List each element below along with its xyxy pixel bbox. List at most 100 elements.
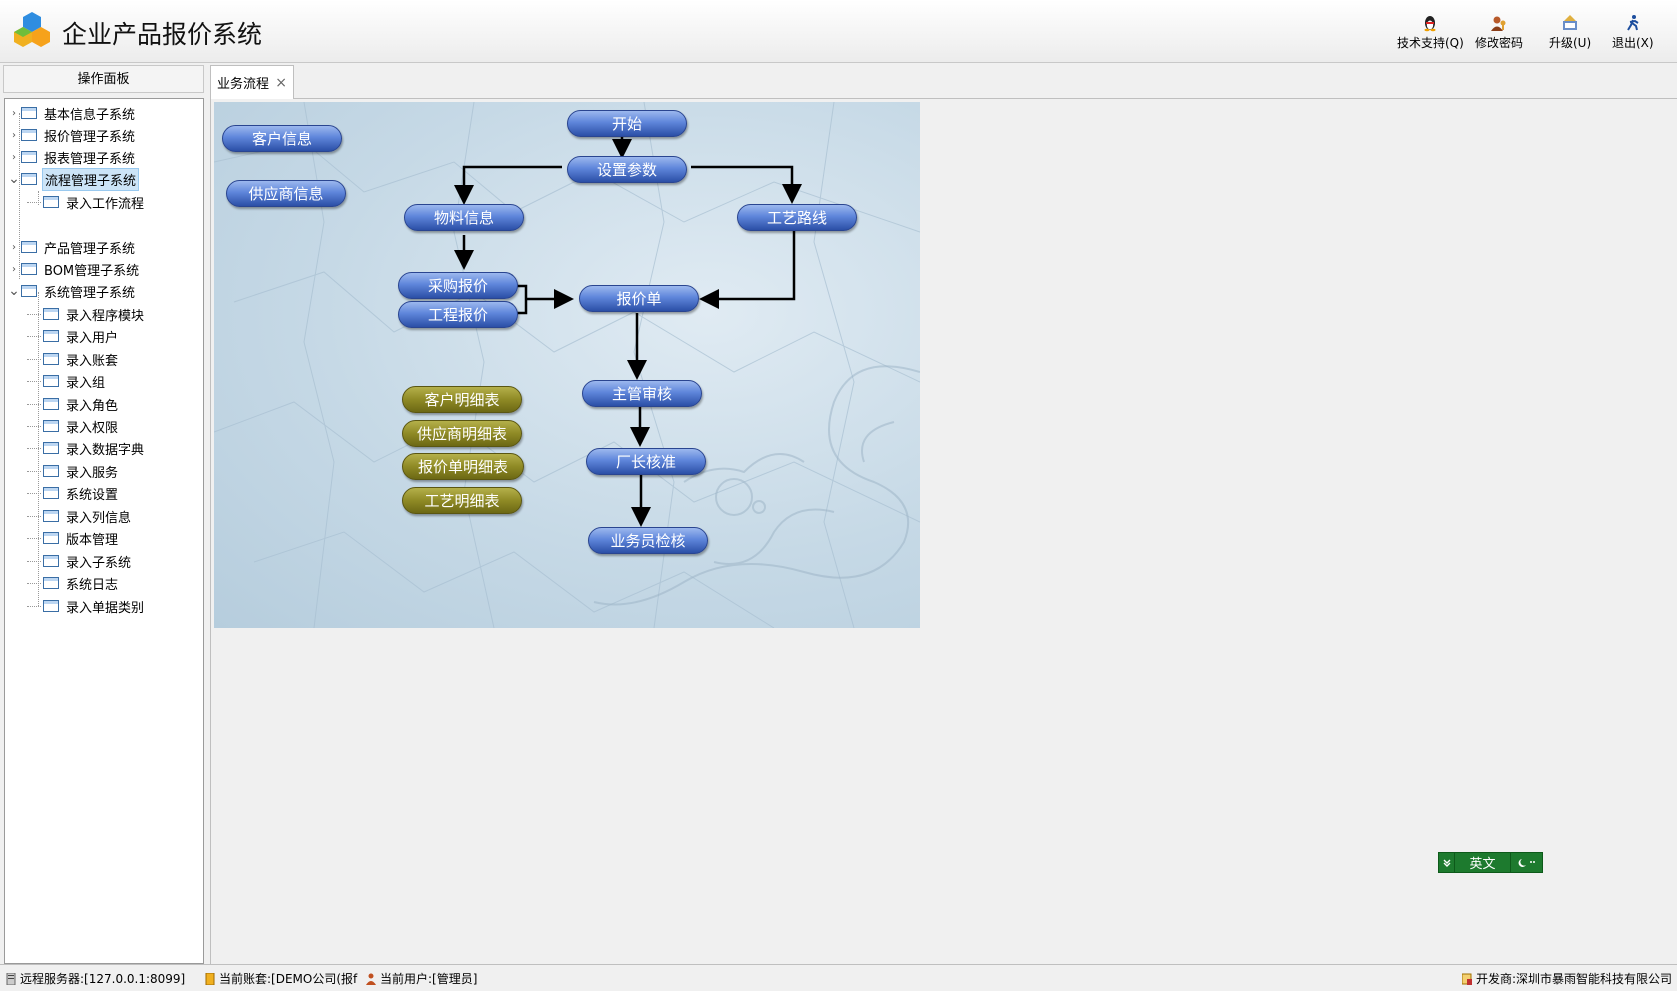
- flow-node-engineering-quote[interactable]: 工程报价: [398, 301, 518, 328]
- exit-running-man-icon: [1626, 15, 1639, 31]
- tree-indent-connector: [27, 403, 41, 405]
- status-account: 当前账套:[DEMO公司(报f: [205, 970, 360, 987]
- tree-node-leaf[interactable]: 录入程序模块: [27, 303, 146, 325]
- upgrade-icon: [1563, 15, 1578, 30]
- input-language-label[interactable]: 英文: [1469, 857, 1496, 872]
- tree-node-subsystem[interactable]: ⌄ 流程管理子系统: [7, 167, 140, 191]
- tree-node-leaf[interactable]: 录入单据类别: [27, 595, 146, 617]
- window-form-icon: [21, 107, 37, 119]
- tree-node-subsystem[interactable]: ›报表管理子系统: [7, 146, 137, 168]
- tree-indent-connector: [27, 335, 41, 337]
- tree-node-leaf[interactable]: 录入工作流程: [27, 191, 146, 213]
- tree-node-label: 录入程序模块: [66, 308, 145, 324]
- flow-node-customer-info[interactable]: 客户信息: [222, 125, 342, 152]
- tree-node-label: 录入组: [66, 375, 106, 391]
- qq-penguin-icon: [1424, 16, 1436, 32]
- tree-node-leaf[interactable]: 录入组: [27, 370, 107, 392]
- tree-node-leaf[interactable]: 录入角色: [27, 393, 120, 415]
- status-server-text: 远程服务器:[127.0.0.1:8099]: [20, 972, 186, 986]
- window-form-icon: [43, 375, 59, 387]
- crackle-dragon-background: [214, 102, 920, 628]
- flow-node-factory-approve[interactable]: 厂长核准: [586, 448, 706, 475]
- tree-node-leaf[interactable]: 录入服务: [27, 460, 120, 482]
- flow-node-start[interactable]: 开始: [567, 110, 687, 137]
- tree-indent-connector: [27, 470, 41, 472]
- tree-node-subsystem[interactable]: ›报价管理子系统: [7, 124, 137, 146]
- tree-node-leaf[interactable]: 录入账套: [27, 348, 120, 370]
- tab-business-flow[interactable]: 业务流程 ×: [210, 65, 294, 99]
- flow-node-supplier-info[interactable]: 供应商信息: [226, 180, 346, 207]
- chevron-right-icon[interactable]: ›: [12, 241, 16, 253]
- tech-support-label: 技术支持(Q): [1397, 36, 1464, 50]
- tab-close-icon[interactable]: ×: [275, 75, 287, 91]
- tree-node-subsystem[interactable]: › 基本信息子系统: [7, 102, 137, 124]
- window-form-icon: [43, 532, 59, 544]
- exit-button[interactable]: 退出(X): [1612, 14, 1654, 51]
- tree-indent-connector: [27, 313, 41, 315]
- flow-node-settings[interactable]: 设置参数: [567, 156, 687, 183]
- chevron-right-icon[interactable]: ›: [12, 151, 16, 163]
- chevron-right-icon[interactable]: ›: [12, 129, 16, 141]
- user-icon: [366, 973, 376, 985]
- tree-node-subsystem[interactable]: ›产品管理子系统: [7, 236, 137, 258]
- window-form-icon: [21, 129, 37, 141]
- window-form-icon: [21, 151, 37, 163]
- status-user: 当前用户:[管理员]: [366, 970, 477, 987]
- status-account-text: 当前账套:[DEMO公司(报f: [219, 972, 358, 986]
- report-quote-detail[interactable]: 报价单明细表: [402, 453, 524, 480]
- tree-node-leaf[interactable]: 录入子系统: [27, 550, 133, 572]
- upgrade-button[interactable]: 升级(U): [1549, 14, 1591, 51]
- tree-node-label: 录入数据字典: [66, 442, 145, 458]
- tree-connector-line: [38, 191, 39, 205]
- window-form-icon: [43, 510, 59, 522]
- tree-node-leaf[interactable]: 录入用户: [27, 325, 120, 347]
- report-customer-detail[interactable]: 客户明细表: [402, 386, 522, 413]
- window-form-icon: [43, 487, 59, 499]
- tree-node-leaf[interactable]: 录入数据字典: [27, 437, 146, 459]
- tree-node-label: BOM管理子系统: [44, 263, 140, 279]
- chevron-down-icon[interactable]: [1439, 853, 1455, 872]
- tree-indent-connector: [27, 425, 41, 427]
- window-form-icon: [21, 285, 37, 297]
- tree-node-label: 基本信息子系统: [44, 107, 136, 123]
- change-password-button[interactable]: 修改密码: [1475, 14, 1523, 51]
- tree-node-label: 录入子系统: [66, 555, 132, 571]
- chevron-right-icon[interactable]: ›: [12, 263, 16, 275]
- tree-node-leaf[interactable]: 系统日志: [27, 572, 120, 594]
- window-form-icon: [43, 600, 59, 612]
- operation-panel-title: 操作面板: [3, 65, 204, 93]
- flow-node-material-info[interactable]: 物料信息: [404, 204, 524, 231]
- tree-node-label: 流程管理子系统: [42, 167, 140, 191]
- tree-node-leaf[interactable]: 系统设置: [27, 482, 120, 504]
- tree-node-leaf[interactable]: 版本管理: [27, 527, 120, 549]
- report-supplier-detail[interactable]: 供应商明细表: [402, 420, 522, 447]
- tree-node-label: 录入列信息: [66, 510, 132, 526]
- tree-node-subsystem[interactable]: › BOM管理子系统: [7, 258, 141, 280]
- window-form-icon: [43, 442, 59, 454]
- tree-node-leaf[interactable]: 录入权限: [27, 415, 120, 437]
- chevron-down-icon[interactable]: ⌄: [8, 283, 20, 299]
- tree-node-leaf[interactable]: 录入列信息: [27, 505, 133, 527]
- flow-node-process-route[interactable]: 工艺路线: [737, 204, 857, 231]
- tree-node-label: 录入单据类别: [66, 600, 145, 616]
- tech-support-button[interactable]: 技术支持(Q): [1397, 14, 1464, 51]
- input-method-widget[interactable]: 英文: [1438, 852, 1543, 873]
- flow-node-quote-sheet[interactable]: 报价单: [579, 285, 699, 312]
- window-form-icon: [21, 173, 37, 185]
- app-header: 企业产品报价系统 技术支持(Q) 修改密码 升级(U) 退出(X): [0, 0, 1677, 63]
- window-form-icon: [43, 577, 59, 589]
- tree-indent-connector: [27, 447, 41, 449]
- window-form-icon: [43, 196, 59, 208]
- tree-node-label: 录入账套: [66, 353, 119, 369]
- tree-connector-line: [38, 292, 39, 606]
- flow-node-supervisor-review[interactable]: 主管审核: [582, 380, 702, 407]
- report-process-detail[interactable]: 工艺明细表: [402, 487, 522, 514]
- window-form-icon: [43, 465, 59, 477]
- flow-node-purchase-quote[interactable]: 采购报价: [398, 272, 518, 299]
- chevron-down-icon[interactable]: ⌄: [8, 171, 20, 187]
- moon-punctuation-icon[interactable]: [1510, 853, 1542, 872]
- tree-node-subsystem[interactable]: ⌄系统管理子系统: [7, 280, 137, 302]
- window-form-icon: [21, 241, 37, 253]
- chevron-right-icon[interactable]: ›: [12, 107, 16, 119]
- flow-node-sales-check[interactable]: 业务员检核: [588, 527, 708, 554]
